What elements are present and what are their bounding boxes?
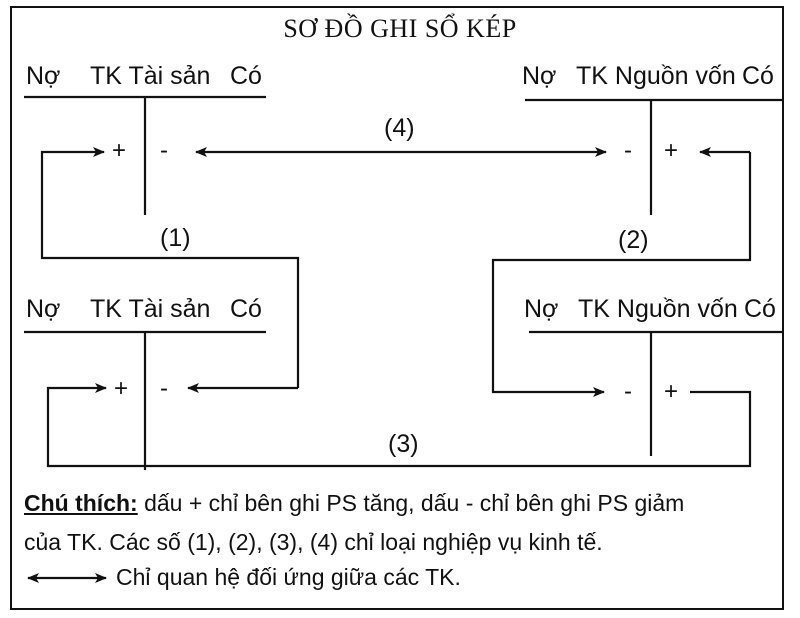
- arrow-2: [491, 152, 752, 397]
- t-account-2-left-sign: -: [624, 137, 632, 164]
- arrow-1: [40, 147, 300, 388]
- t-account-2-name: TK Nguồn vốn: [576, 62, 736, 90]
- note-line-2: của TK. Các số (1), (2), (3), (4) chỉ lo…: [24, 529, 603, 555]
- transaction-label-2: (2): [618, 226, 649, 254]
- t-account-2-credit: Có: [742, 62, 774, 90]
- t-account-4-debit: Nợ: [524, 295, 559, 323]
- transaction-label-4: (4): [384, 114, 415, 142]
- transaction-label-1: (1): [160, 224, 191, 252]
- t-account-1-left-sign: +: [112, 137, 127, 164]
- note-line-1: Chú thích: dấu + chỉ bên ghi PS tăng, dấ…: [24, 492, 684, 515]
- t-account-1-credit: Có: [230, 62, 262, 90]
- t-account-2-debit: Nợ: [522, 62, 557, 90]
- note-key: Chú thích:: [24, 490, 138, 516]
- t-account-3-name: TK Tài sản: [90, 295, 211, 323]
- t-account-1-name: TK Tài sản: [90, 62, 211, 90]
- note-text-1: dấu + chỉ bên ghi PS tăng, dấu - chỉ bên…: [137, 490, 685, 516]
- transaction-label-3: (3): [388, 430, 419, 458]
- t-account-3-credit: Có: [230, 295, 262, 323]
- t-account-2-right-sign: +: [664, 137, 679, 164]
- note-line-3: Chỉ quan hệ đối ứng giữa các TK.: [116, 564, 461, 590]
- t-account-4-right-sign: +: [664, 378, 679, 405]
- arrow-3: [46, 383, 752, 468]
- t-account-3-left-sign: +: [114, 375, 129, 402]
- t-account-1-debit: Nợ: [26, 62, 61, 90]
- diagram-title: SƠ ĐỒ GHI SỔ KÉP: [283, 14, 517, 43]
- t-account-4-left-sign: -: [624, 378, 632, 405]
- t-account-4-name: TK Nguồn vốn: [578, 295, 738, 323]
- t-account-3-right-sign: -: [160, 375, 168, 402]
- diagram-frame: [10, 6, 784, 610]
- t-account-3-debit: Nợ: [26, 295, 61, 323]
- t-account-4-credit: Có: [744, 295, 776, 323]
- t-account-1-right-sign: -: [160, 137, 168, 164]
